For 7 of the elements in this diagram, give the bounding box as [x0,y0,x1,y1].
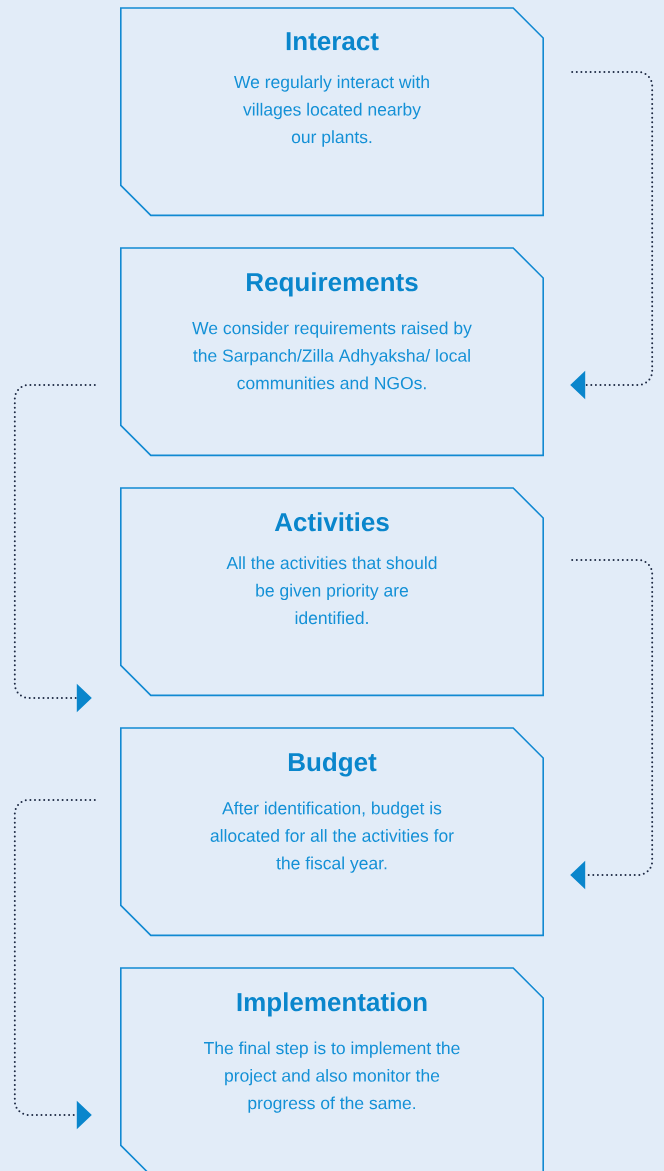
step-box: Implementation The final step is to implement the project and also monitor the progress of the same. [120,967,544,1171]
step-box: Budget After identification, budget is allocated for all the activities for the fiscal year. [120,727,544,937]
step-box: Requirements We consider requirements raised by the Sarpanch/Zilla Adhyaksha/ local communities and NGOs. [120,247,544,457]
dotted-arrow [570,71,654,400]
step-box: Activities All the activities that should be given priority are identified. [120,487,544,697]
dotted-arrow [570,559,654,890]
step-box: Interact We regularly interact with villages located nearby our plants. [120,7,544,217]
